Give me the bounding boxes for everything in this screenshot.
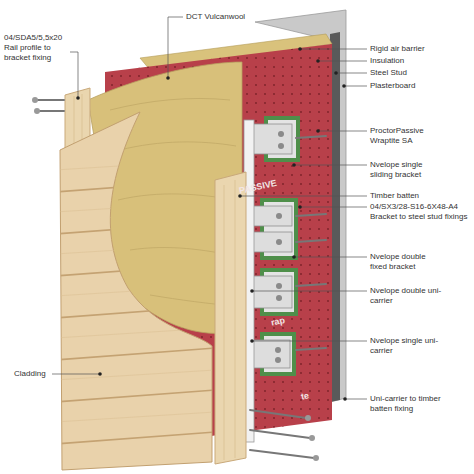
cladding	[60, 112, 212, 470]
timber-batten	[215, 172, 246, 464]
part-label: Rigid air barrier	[370, 44, 425, 54]
part-label: Plasterboard	[370, 81, 415, 91]
membrane-print: rap	[270, 315, 286, 328]
cladding-boards	[55, 180, 215, 444]
part-label: Insulation	[370, 56, 404, 66]
part-label: Nvelope single uni-carrier	[370, 336, 442, 356]
part-label: Nvelope double fixed bracket	[370, 252, 442, 272]
membrane-print: PASSIVE	[238, 178, 278, 196]
part-label: ProctorPassive Wraptite SA	[370, 126, 442, 146]
fixing-label: Uni-carrier to timber batten fixing	[370, 394, 452, 414]
part-label: Timber batten	[370, 191, 419, 201]
fixing-label: 04/SX3/28-S16-6X48-A4 Bracket to steel s…	[370, 202, 470, 222]
membrane-print: te	[300, 390, 310, 401]
part-label: DCT Vulcanwool	[186, 12, 245, 22]
bracket-holes	[275, 131, 284, 363]
part-label: Nvelope single sliding bracket	[370, 160, 442, 180]
part-label: Steel Stud	[370, 68, 407, 78]
leader-dots	[76, 47, 347, 401]
part-label: Nvelope double uni-carrier	[370, 286, 442, 306]
leader-lines	[52, 17, 367, 399]
part-label: Cladding	[14, 369, 46, 379]
bracket-screws	[296, 136, 326, 350]
fixing-label: 04/SDA5/5,5x20 Rail profile to bracket f…	[4, 33, 68, 63]
cladding-grain	[55, 160, 215, 422]
